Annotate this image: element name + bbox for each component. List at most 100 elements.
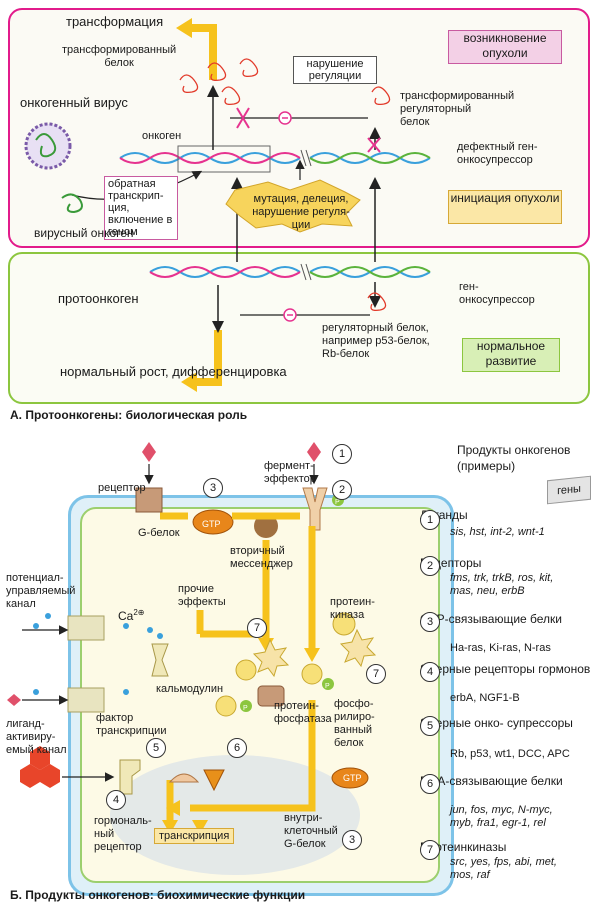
enzyme-effector-icon <box>302 487 328 531</box>
calcium-label: Ca2⊕ <box>118 606 145 623</box>
legend-name: Лиганды <box>420 508 468 522</box>
substrate-icon <box>301 663 323 685</box>
marker-3: 3 <box>203 478 223 498</box>
calcium-charge: 2⊕ <box>133 608 145 617</box>
legend-list: 1 Лиганды sis, hst, int-2, wnt-1 2 Рецеп… <box>420 508 596 886</box>
legend-genes: sis, hst, int-2, wnt-1 <box>450 526 545 538</box>
kinase-star-icon <box>252 638 290 678</box>
tumor-emergence-tag: возникновение опухоли <box>448 30 562 64</box>
nucleus <box>110 755 360 875</box>
second-messenger-label: вторичный мессенджер <box>230 545 293 570</box>
other-effects-label: прочие эффекты <box>178 583 226 608</box>
ligand-channel-icon <box>67 687 105 713</box>
legend-genes: Rb, p53, wt1, DCC, APC <box>450 748 570 760</box>
tumor-dna <box>119 149 431 167</box>
p-label-2: P <box>325 683 330 690</box>
transformation-arrow <box>176 18 217 80</box>
legend-item: 4 Ядерные рецепторы гормонов erbA, NGF1-… <box>420 662 596 716</box>
calmodulin-icon <box>151 643 169 677</box>
legend-name: Ядерные онко- супрессоры <box>420 716 573 730</box>
calcium-ions <box>33 613 163 695</box>
legend-item: 2 Рецепторы fms, trk, trkB, ros, kit, ma… <box>420 556 596 612</box>
mutation-burst <box>225 179 361 233</box>
gtp-label: GTP <box>202 519 221 529</box>
transformed-regulatory-label: трансформированный регуляторный белок <box>400 90 515 128</box>
growth-arrow <box>181 330 222 392</box>
tumor-suppressor-icon <box>168 773 200 783</box>
mutation-text: мутация, делеция, нарушение регуля- ции <box>252 193 350 231</box>
panel-a-graphics <box>24 18 431 392</box>
ligand-icon <box>7 694 21 706</box>
marker-6: 6 <box>227 738 247 758</box>
p-label: P <box>335 499 340 506</box>
legend-num: 2 <box>420 556 440 576</box>
transformation-label: трансформация <box>66 14 164 29</box>
ligand-icon <box>142 442 156 462</box>
substrate-icon <box>215 695 237 717</box>
legend-genes: src, yes, fps, abi, met, mos, raf <box>450 856 557 881</box>
phosphatase-icon <box>257 685 285 707</box>
g-protein-label: G-белок <box>138 527 180 539</box>
marker-1: 1 <box>332 444 352 464</box>
legend-genes: fms, trk, trkB, ros, kit, mas, neu, erbB <box>450 572 554 597</box>
gtp-label-2: GTP <box>343 773 362 783</box>
normal-development-tag: нормальное развитие <box>462 338 560 372</box>
legend-item: 7 Протеинкиназы src, yes, fps, abi, met,… <box>420 840 596 886</box>
marker-2: 2 <box>332 480 352 500</box>
tumor-initiation-tag: инициация опухоли <box>448 190 562 224</box>
enzyme-effector-label: фермент- эффектор <box>264 460 316 485</box>
legend-num: 7 <box>420 840 440 860</box>
legend-genes: Ha-ras, Ki-ras, N-ras <box>450 642 551 654</box>
marker-5: 5 <box>146 738 166 758</box>
regulatory-protein-label: регуляторный белок, например p53-белок, … <box>322 322 430 360</box>
oncogene-label: онкоген <box>142 130 182 142</box>
legend-num: 1 <box>420 510 440 530</box>
transformed-protein-label: трансформированный белок <box>62 44 177 69</box>
receptor-label: рецептор <box>98 482 146 494</box>
second-messenger-icon <box>254 514 278 538</box>
receptor-icon <box>135 487 163 513</box>
virus-icon <box>24 122 72 170</box>
normal-growth-label: нормальный рост, дифференцировка <box>60 364 287 379</box>
kinase-icon <box>332 612 356 636</box>
intracellular-g-icon <box>331 767 369 789</box>
defective-gene-label: дефектный ген- онкосупрессор <box>457 141 538 166</box>
legend-name: DNA-связывающие белки <box>420 774 563 788</box>
dna-binding-icon <box>203 769 225 792</box>
tumor-suppressor-gene-label: ген- онкосупрессор <box>459 281 535 306</box>
legend-genes: jun, fos, myc, N-myc, myb, fra1, egr-1, … <box>450 804 553 829</box>
legend-item: 3 GTP-связывающие белки Ha-ras, Ki-ras, … <box>420 612 596 662</box>
viral-oncogene-icon <box>61 193 83 214</box>
legend-name: Ядерные рецепторы гормонов <box>420 662 591 676</box>
reverse-transcription-box: обратная транскрип- ция, включение в ген… <box>104 176 178 240</box>
regulation-disruption-box: нарушение регуляции <box>293 56 377 84</box>
protein-tangle-icon <box>179 58 391 312</box>
legend-num: 5 <box>420 716 440 736</box>
phosphorylated-protein-label: фосфо- рилиро- ванный белок <box>334 698 375 749</box>
normal-dna <box>149 263 431 281</box>
p-label-3: P <box>243 705 248 712</box>
legend-num: 4 <box>420 662 440 682</box>
voltage-channel-icon <box>67 615 105 641</box>
g-protein-icon <box>192 509 234 535</box>
normal-panel <box>8 252 590 404</box>
legend-name: GTP-связывающие белки <box>420 612 562 626</box>
panel-a-caption: А. Протоонкогены: биологическая роль <box>10 408 248 422</box>
transcription-box: транскрипция <box>154 828 235 844</box>
legend-num: 3 <box>420 612 440 632</box>
calmodulin-label: кальмодулин <box>156 683 224 695</box>
legend-item: 1 Лиганды sis, hst, int-2, wnt-1 <box>420 508 596 556</box>
oncogene-box <box>177 145 271 173</box>
legend-item: 6 DNA-связывающие белки jun, fos, myc, N… <box>420 774 596 840</box>
protein-kinase-label: протеин- киназа <box>330 596 375 621</box>
voltage-channel-label: потенциал- управляемый канал <box>6 572 76 610</box>
substrate-icon <box>235 659 257 681</box>
intracellular-g-label: внутри- клеточный G-белок <box>284 812 338 850</box>
protooncogene-label: протоонкоген <box>58 291 139 306</box>
marker-4: 4 <box>106 790 126 810</box>
oncogenic-virus-label: онкогенный вирус <box>20 95 128 110</box>
marker-7b: 7 <box>366 664 386 684</box>
legend-item: 5 Ядерные онко- супрессоры Rb, p53, wt1,… <box>420 716 596 774</box>
hormonal-receptor-label: гормональ- ный рецептор <box>94 815 152 853</box>
marker-3b: 3 <box>342 830 362 850</box>
